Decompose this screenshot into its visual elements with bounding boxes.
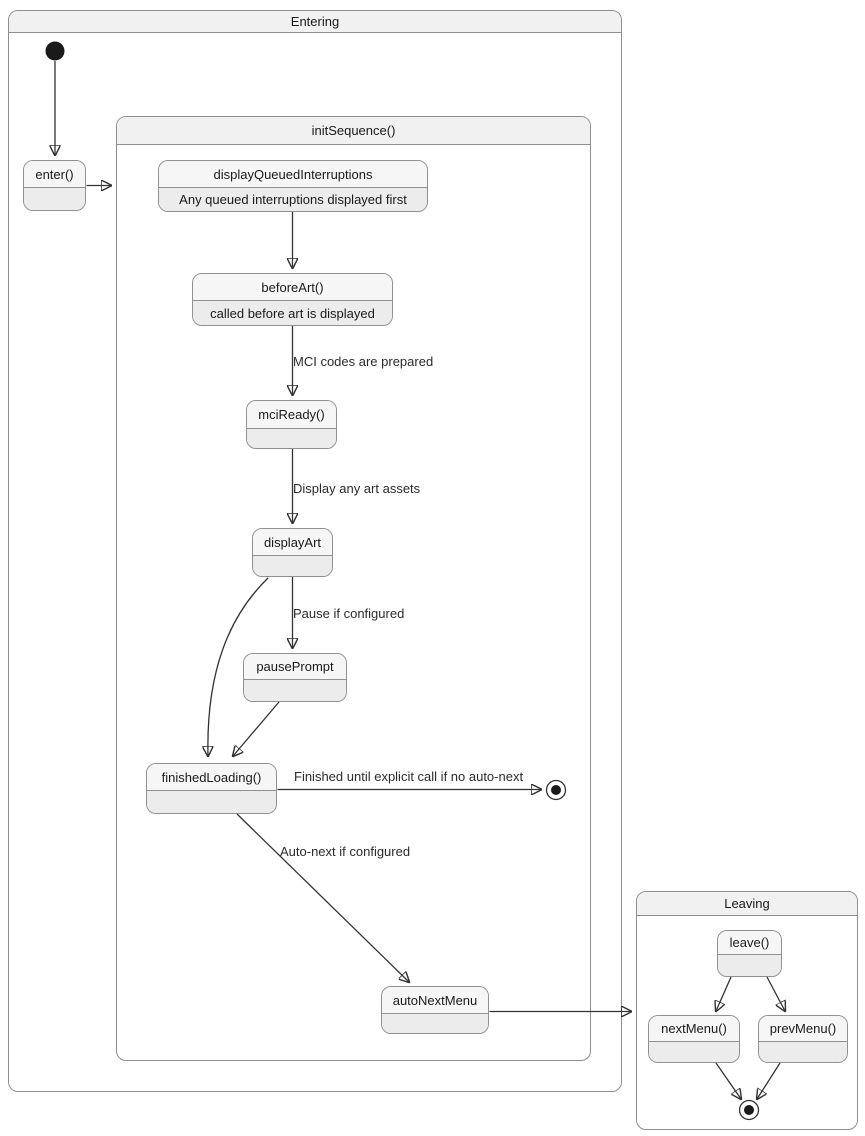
state-display-art: displayArt [252, 528, 333, 577]
state-title: finishedLoading() [147, 764, 276, 790]
state-title: prevMenu() [759, 1016, 847, 1041]
state-leave: leave() [717, 930, 782, 977]
composite-state-entering-title: Entering [9, 11, 621, 33]
state-description [759, 1041, 847, 1062]
state-pause-prompt: pausePrompt [243, 653, 347, 702]
state-before-art: beforeArt() called before art is display… [192, 273, 393, 326]
container-title-text: Entering [290, 14, 340, 29]
container-title-text: Leaving [724, 896, 770, 911]
state-auto-next-menu: autoNextMenu [381, 986, 489, 1034]
state-prev-menu: prevMenu() [758, 1015, 848, 1063]
state-title: enter() [24, 161, 85, 187]
state-title: pausePrompt [244, 654, 346, 679]
state-description [247, 428, 336, 448]
edge-label-mci-codes: MCI codes are prepared [293, 354, 434, 369]
composite-state-entering: Entering [8, 10, 622, 1092]
state-description [382, 1013, 488, 1033]
state-title: autoNextMenu [382, 987, 488, 1013]
state-description: called before art is displayed [193, 300, 392, 325]
composite-state-initsequence: initSequence() [116, 116, 591, 1061]
state-mci-ready: mciReady() [246, 400, 337, 449]
state-description: Any queued interruptions displayed first [159, 187, 427, 211]
edge-label-pause-if: Pause if configured [293, 606, 405, 621]
edge-label-auto-next: Auto-next if configured [280, 844, 411, 859]
state-title: leave() [718, 931, 781, 954]
edge-label-finished-until: Finished until explicit call if no auto-… [294, 769, 524, 784]
edge-label-display-art: Display any art assets [293, 481, 421, 496]
state-title: mciReady() [247, 401, 336, 428]
composite-state-leaving-title: Leaving [637, 892, 857, 916]
state-title: nextMenu() [649, 1016, 739, 1041]
composite-state-initsequence-title: initSequence() [117, 117, 590, 145]
state-enter: enter() [23, 160, 86, 211]
state-title: beforeArt() [193, 274, 392, 300]
state-description [147, 790, 276, 813]
state-title: displayArt [253, 529, 332, 555]
state-next-menu: nextMenu() [648, 1015, 740, 1063]
state-title: displayQueuedInterruptions [159, 161, 427, 187]
state-description [253, 555, 332, 576]
state-finished-loading: finishedLoading() [146, 763, 277, 814]
state-description [244, 679, 346, 701]
container-title-text: initSequence() [311, 123, 396, 138]
state-description [24, 187, 85, 210]
state-display-queued-interruptions: displayQueuedInterruptions Any queued in… [158, 160, 428, 212]
state-description [718, 954, 781, 976]
state-description [649, 1041, 739, 1062]
composite-state-leaving: Leaving [636, 891, 858, 1130]
